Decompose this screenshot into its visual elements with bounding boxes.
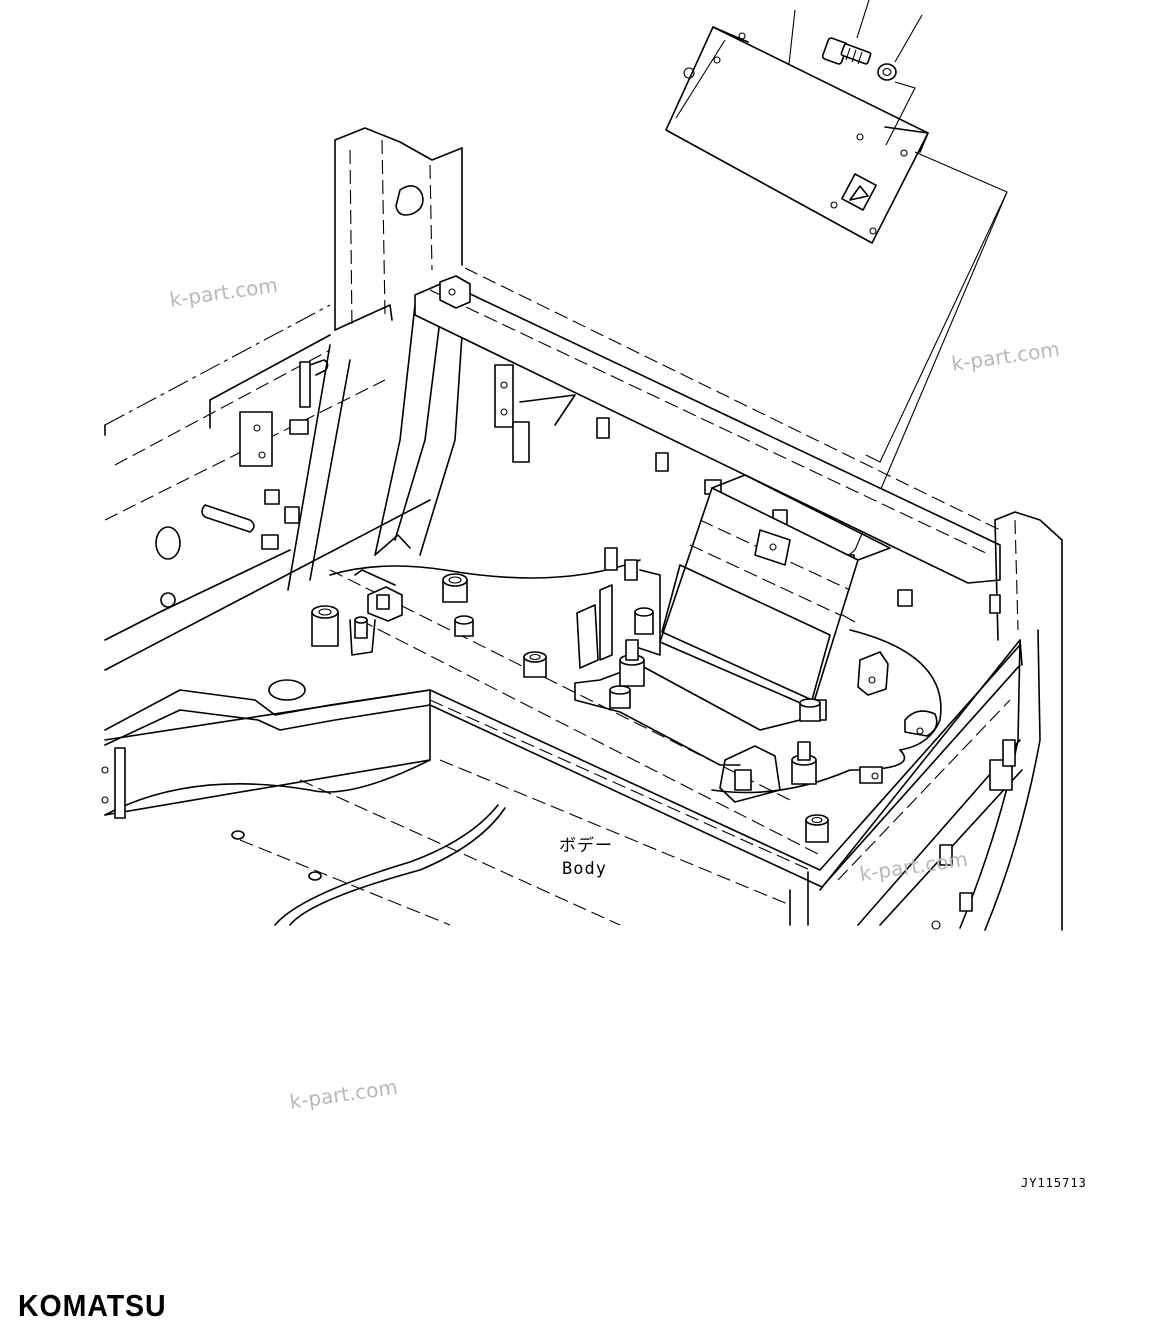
floor-plate bbox=[104, 559, 1021, 888]
mount-bolt-2 bbox=[791, 741, 817, 785]
spacer-6 bbox=[354, 616, 368, 639]
controller-unit bbox=[665, 26, 929, 244]
rubber-mounts bbox=[311, 573, 829, 843]
floor-bracket bbox=[349, 569, 403, 656]
spacer-3 bbox=[454, 615, 474, 637]
center-diagonal-member bbox=[287, 304, 464, 591]
spacer-5 bbox=[805, 814, 829, 843]
left-wall bbox=[104, 304, 431, 671]
body-label-english: Body bbox=[562, 859, 607, 879]
spacer-7 bbox=[609, 685, 631, 709]
rear-crossbar bbox=[414, 267, 1001, 607]
floor-recess bbox=[101, 689, 811, 926]
mount-bolt-4 bbox=[799, 698, 821, 722]
right-side-wall bbox=[819, 639, 1023, 930]
controller-bay bbox=[574, 474, 891, 803]
spacer-4 bbox=[523, 651, 547, 678]
mount-bolt-3 bbox=[634, 607, 654, 635]
spacer-2 bbox=[442, 573, 468, 603]
komatsu-logo: KOMATSU bbox=[18, 1288, 167, 1323]
mounting-bolt bbox=[821, 37, 872, 65]
body-label-japanese: ボデー bbox=[559, 836, 613, 856]
spacer-1 bbox=[311, 605, 339, 647]
drawing-code: JY115713 bbox=[1021, 1176, 1087, 1190]
mount-bolts bbox=[619, 607, 821, 785]
mount-bolt-1 bbox=[619, 639, 645, 687]
left-pillar bbox=[334, 127, 463, 331]
washer bbox=[877, 63, 897, 81]
